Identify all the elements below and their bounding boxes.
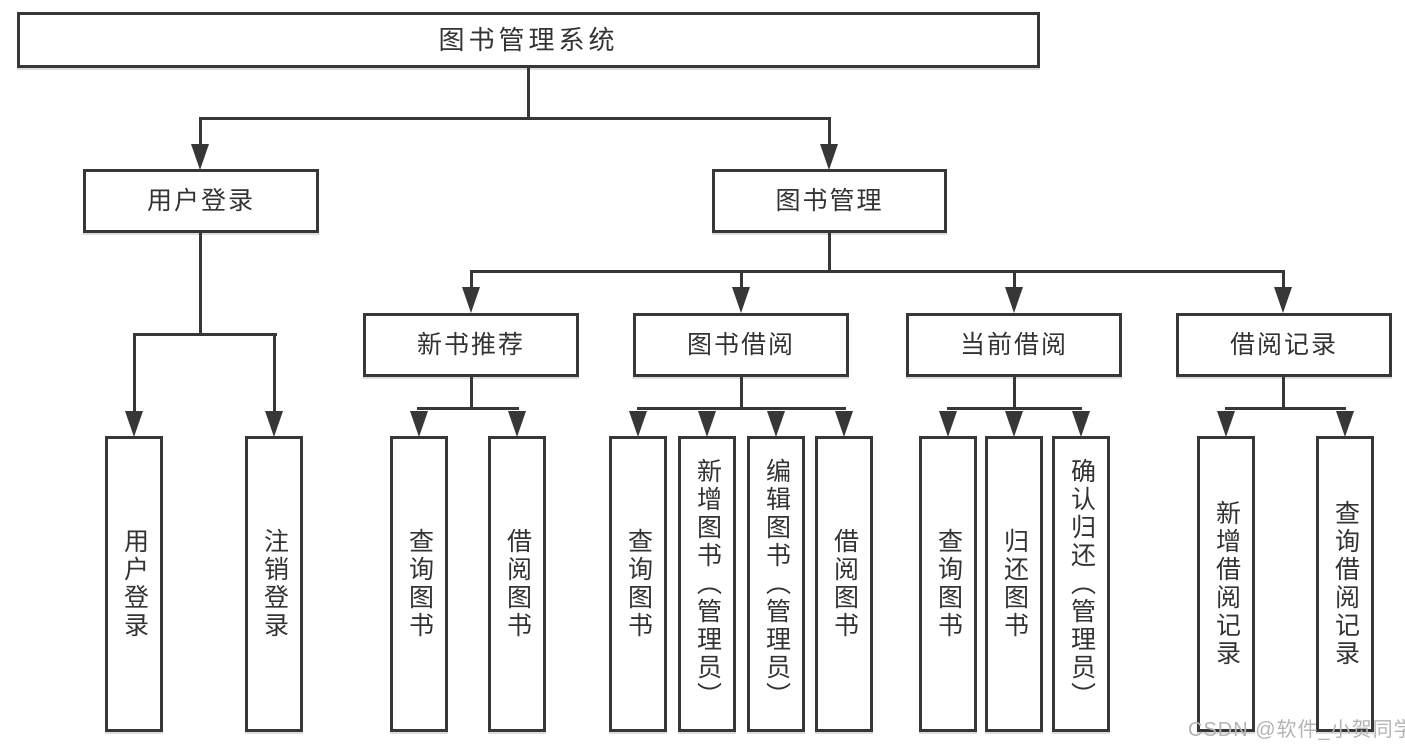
arrow-down-icon	[125, 411, 143, 437]
leaf-edit-books-admin: 编辑图书（管理员）	[747, 436, 805, 732]
connector-line	[1225, 407, 1346, 410]
connector-line	[637, 407, 846, 410]
node-label: 确认归还（管理员）	[1067, 458, 1096, 710]
connector-line	[417, 407, 519, 410]
node-new-book-recommendation: 新书推荐	[363, 313, 579, 377]
leaf-return-books: 归还图书	[985, 436, 1043, 732]
arrow-down-icon	[1336, 411, 1354, 437]
node-label: 注销登录	[260, 528, 289, 640]
node-label: 新书推荐	[416, 330, 525, 359]
connector-line	[740, 270, 743, 292]
arrow-down-icon	[629, 411, 647, 437]
connector-line	[527, 68, 530, 120]
node-user-login: 用户登录	[83, 169, 319, 233]
connector-line	[199, 117, 202, 147]
connector-line	[1282, 377, 1285, 410]
arrow-down-icon	[191, 144, 209, 170]
node-label: 查询图书	[405, 528, 434, 640]
leaf-borrow-books-recommend: 借阅图书	[488, 436, 546, 732]
leaf-logout: 注销登录	[245, 436, 303, 732]
watermark: CSDN @软件_小贺同学	[1188, 719, 1405, 741]
leaf-query-borrow-record: 查询借阅记录	[1316, 436, 1374, 732]
arrow-down-icon	[265, 411, 283, 437]
node-label: 查询图书	[624, 528, 653, 640]
connector-line	[199, 233, 202, 335]
arrow-down-icon	[698, 411, 716, 437]
node-label: 用户登录	[120, 528, 149, 640]
connector-line	[1013, 377, 1016, 410]
arrow-down-icon	[767, 411, 785, 437]
arrow-down-icon	[1005, 287, 1023, 313]
leaf-query-books-current: 查询图书	[919, 436, 977, 732]
arrow-down-icon	[1274, 287, 1292, 313]
connector-line	[740, 377, 743, 410]
node-current-borrowing: 当前借阅	[906, 313, 1122, 377]
connector-line	[470, 270, 1285, 273]
node-label: 当前借阅	[959, 330, 1068, 359]
arrow-down-icon	[939, 411, 957, 437]
leaf-borrow-books: 借阅图书	[815, 436, 873, 732]
leaf-query-books-recommend: 查询图书	[390, 436, 448, 732]
node-label: 编辑图书（管理员）	[762, 458, 791, 710]
connector-line	[828, 233, 831, 272]
connector-line	[199, 117, 831, 120]
connector-line	[470, 270, 473, 292]
connector-line	[273, 333, 276, 413]
arrow-down-icon	[410, 411, 428, 437]
node-label: 用户登录	[146, 186, 255, 215]
connector-line	[1282, 270, 1285, 292]
node-book-borrowing: 图书借阅	[633, 313, 849, 377]
connector-line	[470, 377, 473, 410]
node-label: 查询借阅记录	[1331, 500, 1360, 668]
leaf-add-books-admin: 新增图书（管理员）	[678, 436, 736, 732]
node-label: 归还图书	[1000, 528, 1029, 640]
node-label: 图书管理系统	[438, 25, 619, 55]
node-label: 新增借阅记录	[1212, 500, 1241, 668]
connector-line	[828, 117, 831, 147]
leaf-user-login: 用户登录	[105, 436, 163, 732]
connector-line	[133, 333, 277, 336]
node-label: 借阅图书	[503, 528, 532, 640]
arrow-down-icon	[1072, 411, 1090, 437]
node-book-management: 图书管理	[712, 169, 947, 233]
arrow-down-icon	[835, 411, 853, 437]
leaf-confirm-return-admin: 确认归还（管理员）	[1052, 436, 1110, 732]
arrow-down-icon	[820, 144, 838, 170]
node-label: 新增图书（管理员）	[693, 458, 722, 710]
arrow-down-icon	[508, 411, 526, 437]
arrow-down-icon	[1005, 411, 1023, 437]
node-label: 查询图书	[934, 528, 963, 640]
node-borrowing-records: 借阅记录	[1176, 313, 1392, 377]
arrow-down-icon	[462, 287, 480, 313]
node-label: 图书管理	[775, 186, 884, 215]
connector-line	[133, 333, 136, 413]
connector-line	[1013, 270, 1016, 292]
leaf-query-books-borrow: 查询图书	[609, 436, 667, 732]
node-label: 借阅图书	[830, 528, 859, 640]
leaf-add-borrow-record: 新增借阅记录	[1197, 436, 1255, 732]
node-root-library-management-system: 图书管理系统	[17, 12, 1040, 68]
node-label: 借阅记录	[1229, 330, 1338, 359]
arrow-down-icon	[732, 287, 750, 313]
node-label: 图书借阅	[686, 330, 795, 359]
connector-line	[947, 407, 1082, 410]
arrow-down-icon	[1217, 411, 1235, 437]
